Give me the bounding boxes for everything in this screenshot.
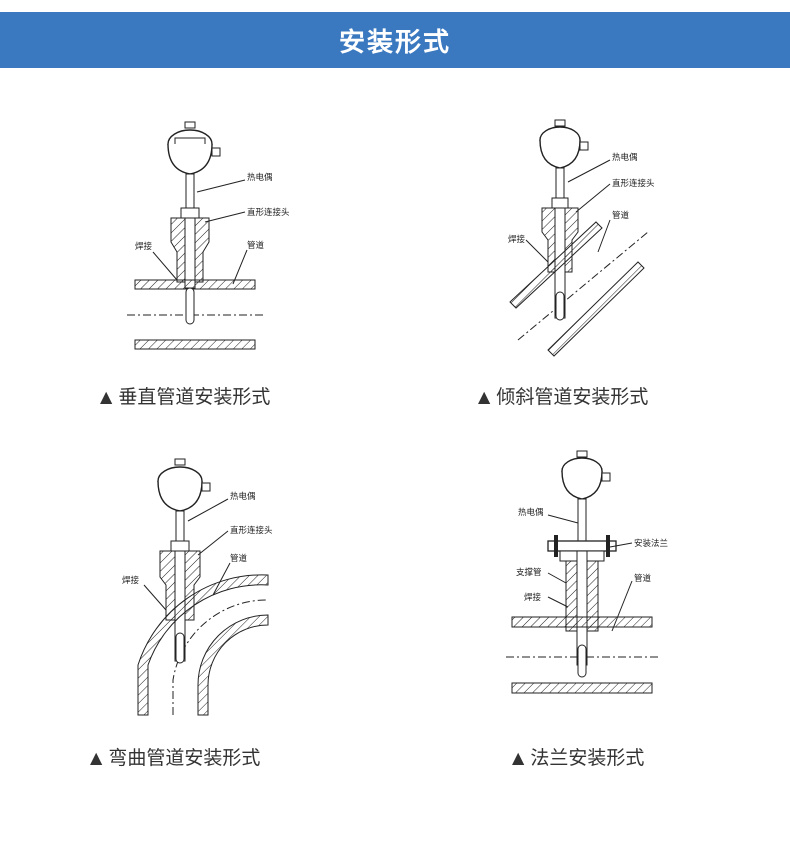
caption-text: 法兰安装形式 [530, 747, 645, 769]
pipe [509, 221, 649, 357]
label-connector: 直形连接头 [230, 525, 273, 536]
caption-text: 弯曲管道安装形式 [108, 747, 261, 769]
caption-inclined: ▲ 倾斜管道安装形式 [478, 382, 648, 409]
label-weld: 焊接 [508, 234, 526, 245]
label-connector: 直形连接头 [612, 178, 655, 189]
triangle-icon: ▲ [100, 387, 113, 406]
page-title: 安装形式 [338, 27, 451, 58]
label-thermocouple: 热电偶 [518, 507, 544, 518]
triangle-icon: ▲ [512, 748, 525, 767]
caption-text: 倾斜管道安装形式 [496, 386, 649, 408]
pipe [137, 574, 269, 716]
label-pipe: 管道 [634, 573, 652, 584]
label-pipe: 管道 [612, 210, 630, 221]
label-connector: 直形连接头 [247, 207, 290, 218]
diagram-vertical-pipe: 热电偶 直形连接头 焊接 管道 [105, 112, 305, 362]
caption-flange: ▲ 法兰安装形式 [512, 743, 644, 770]
straight-connector [170, 217, 210, 289]
label-weld: 焊接 [524, 592, 542, 603]
label-flange: 安装法兰 [634, 538, 668, 549]
label-thermocouple: 热电偶 [230, 491, 256, 502]
thermocouple-head [157, 458, 211, 512]
caption-elbow: ▲ 弯曲管道安装形式 [90, 743, 260, 770]
thermocouple-head [167, 121, 221, 175]
label-thermocouple: 热电偶 [612, 152, 638, 163]
label-weld: 焊接 [122, 575, 140, 586]
header-banner: 安装形式 [0, 12, 790, 68]
thermocouple-head [539, 119, 589, 169]
caption-vertical: ▲ 垂直管道安装形式 [100, 382, 270, 409]
diagram-elbow-pipe: 热电偶 直形连接头 焊接 管道 [108, 445, 308, 725]
label-pipe: 管道 [247, 240, 265, 251]
label-pipe: 管道 [230, 553, 248, 564]
label-support: 支撑管 [516, 567, 542, 578]
caption-text: 垂直管道安装形式 [118, 386, 271, 408]
thermocouple-head [561, 450, 611, 500]
triangle-icon: ▲ [90, 748, 103, 767]
diagram-flange: 热电偶 安装法兰 支撑管 焊接 管道 [500, 445, 700, 705]
label-weld: 焊接 [135, 241, 153, 252]
diagram-inclined-pipe: 热电偶 直形连接头 焊接 管道 [498, 112, 708, 362]
label-thermocouple: 热电偶 [247, 172, 273, 183]
pipe [127, 279, 263, 350]
triangle-icon: ▲ [478, 387, 491, 406]
